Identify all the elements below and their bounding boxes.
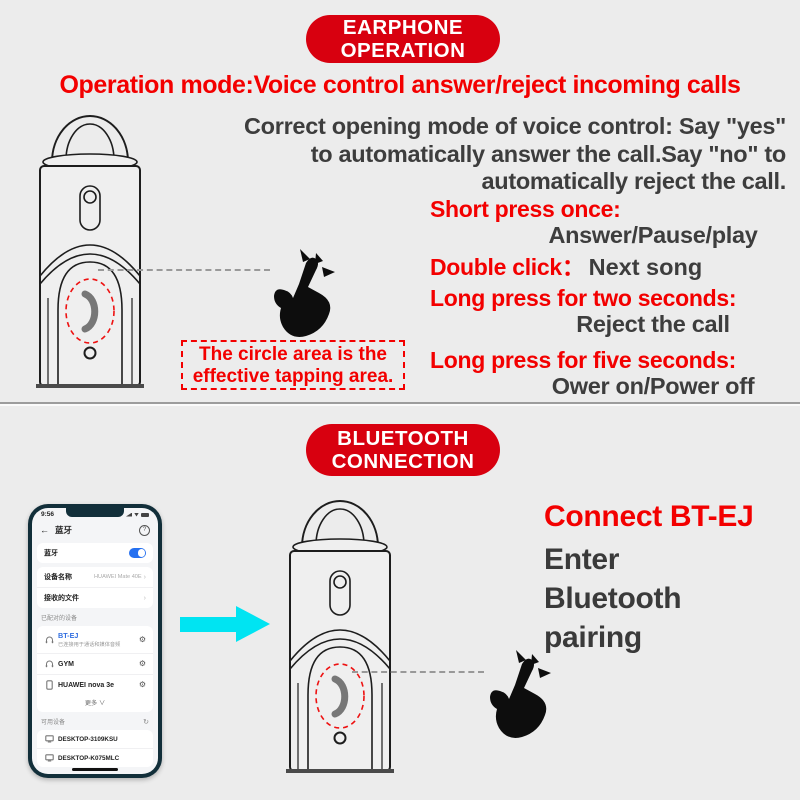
page-title: 蓝牙 — [55, 525, 73, 535]
arrow-right-icon — [180, 606, 272, 644]
phone-screen: 9:56 ← 蓝牙 ? 蓝牙 设备名称 — [32, 508, 158, 774]
status-bar: 9:56 — [32, 508, 158, 518]
home-indicator — [72, 767, 118, 771]
badge-line: CONNECTION — [331, 450, 475, 473]
bluetooth-connection-badge: BLUETOOTH CONNECTION — [306, 424, 500, 476]
earphone-operation-badge: EARPHONE OPERATION — [306, 15, 500, 63]
toggle-knob — [137, 549, 145, 557]
paired-device-row[interactable]: GYM ⚙ — [37, 653, 153, 674]
instruction-item: Long press for five seconds: Ower on/Pow… — [430, 347, 755, 399]
earphone-illustration — [286, 500, 394, 773]
tap-area-circle — [315, 663, 365, 729]
available-device-row[interactable]: DESKTOP-3109KSU — [37, 730, 153, 748]
connect-subtitle: Enter Bluetooth pairing — [544, 543, 682, 654]
earphone-base — [36, 384, 144, 388]
handset-icon — [81, 290, 99, 333]
operation-mode-headline: Operation mode:Voice control answer/reje… — [59, 71, 741, 99]
handset-icon — [331, 675, 349, 718]
tap-hand-icon — [490, 650, 551, 738]
received-files-row[interactable]: 接收的文件 › — [37, 587, 153, 608]
bluetooth-toggle[interactable] — [129, 548, 146, 558]
paired-devices-card: BT-EJ 已连接用于通话和媒体音频 ⚙ GYM ⚙ HUAW — [37, 626, 153, 712]
smartphone-mockup: 9:56 ← 蓝牙 ? 蓝牙 设备名称 — [28, 504, 162, 778]
voice-control-paragraph: Correct opening mode of voice control: S… — [244, 113, 786, 194]
nav-bar: ← 蓝牙 ? — [32, 518, 158, 539]
tap-pointer-line — [98, 269, 270, 271]
help-icon[interactable]: ? — [139, 524, 150, 536]
chevron-right-icon: › — [143, 573, 146, 581]
paired-devices-header: 已配对的设备 — [41, 616, 78, 622]
battery-icon — [141, 512, 149, 517]
phone-icon — [44, 680, 54, 690]
paired-device-row[interactable]: BT-EJ 已连接用于通话和媒体音频 ⚙ — [37, 626, 153, 653]
back-icon[interactable]: ← — [40, 525, 49, 535]
section-divider — [0, 402, 800, 404]
tap-hand-icon — [274, 249, 335, 337]
instruction-item: Long press for two seconds: Reject the c… — [430, 285, 737, 337]
badge-line: BLUETOOTH — [337, 427, 469, 450]
bluetooth-toggle-row[interactable]: 蓝牙 — [37, 543, 153, 563]
tap-area-note: The circle area is the effective tapping… — [181, 340, 405, 390]
device-name-row[interactable]: 设备名称 HUAWEI Mate 40E › — [44, 573, 146, 582]
badge-line: EARPHONE — [342, 16, 464, 39]
chevron-right-icon: › — [143, 594, 146, 602]
clock: 9:56 — [41, 511, 55, 518]
wifi-icon — [134, 512, 139, 517]
badge-line: OPERATION — [340, 39, 466, 62]
desktop-icon — [44, 754, 54, 762]
paired-device-row[interactable]: HUAWEI nova 3e ⚙ — [37, 674, 153, 695]
device-info-card: 设备名称 HUAWEI Mate 40E › 接收的文件 › — [37, 567, 153, 608]
chevron-down-icon: ∨ — [98, 700, 106, 707]
section-divider-highlight — [0, 404, 800, 406]
available-devices-header: 可用设备 ↻ — [41, 718, 149, 727]
bluetooth-toggle-card: 蓝牙 — [37, 543, 153, 563]
available-devices-card: DESKTOP-3109KSU DESKTOP-K075MLC — [37, 730, 153, 767]
instruction-item: Double click：Next song — [430, 254, 703, 280]
gear-icon[interactable]: ⚙ — [138, 634, 146, 644]
headset-icon — [44, 635, 54, 645]
more-button[interactable]: 更多 ∨ — [84, 700, 106, 707]
instruction-list: Short press once: Answer/Pause/play Doub… — [430, 196, 798, 405]
signal-icon — [126, 512, 132, 517]
gear-icon[interactable]: ⚙ — [138, 680, 146, 689]
tap-pointer-line — [352, 671, 484, 673]
headset-icon — [44, 659, 54, 669]
earphone-base — [286, 769, 394, 773]
connect-title: Connect BT-EJ — [544, 500, 754, 533]
status-icons — [126, 512, 149, 517]
refresh-icon[interactable]: ↻ — [143, 718, 149, 726]
available-device-row[interactable]: DESKTOP-K075MLC — [37, 748, 153, 767]
earphone-illustration — [36, 115, 144, 388]
instruction-item: Short press once: Answer/Pause/play — [430, 196, 758, 248]
tap-area-circle — [65, 278, 115, 344]
gear-icon[interactable]: ⚙ — [138, 659, 146, 668]
phone-notch — [66, 508, 124, 517]
desktop-icon — [44, 735, 54, 743]
